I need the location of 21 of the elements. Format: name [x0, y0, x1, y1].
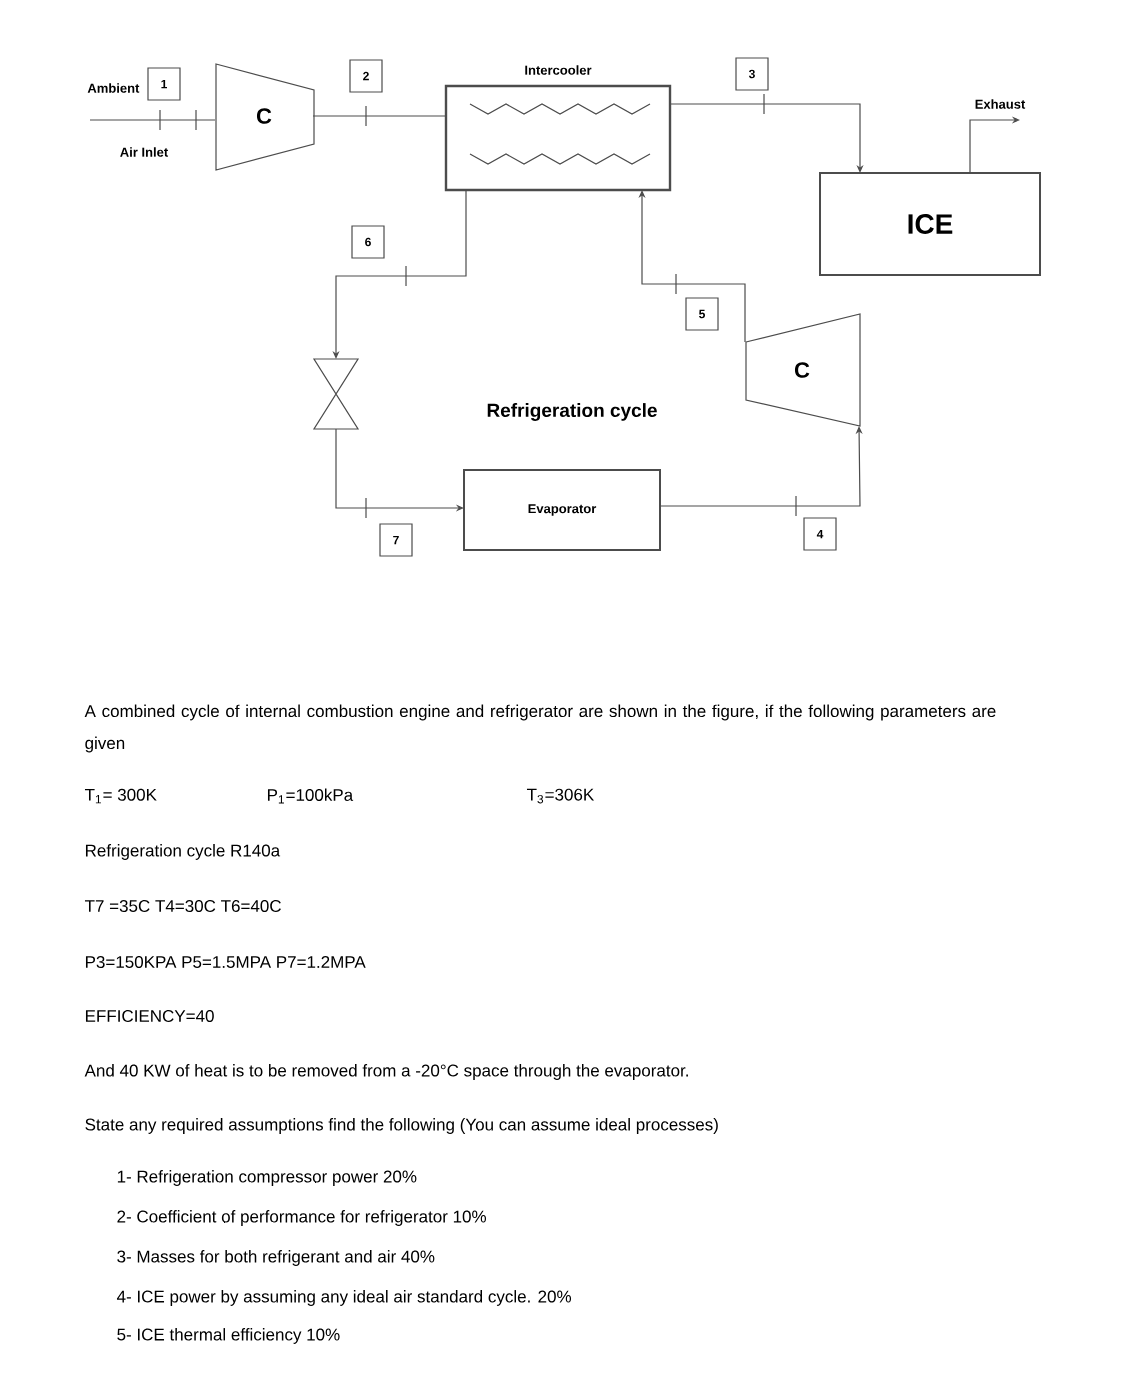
question-text: 4- ICE power by assuming any ideal air standard cycle. 20% [117, 1290, 572, 1306]
pipe-arrow [638, 190, 746, 343]
pipe-arrow [669, 103, 864, 173]
question-text: And 40 KW of heat is to be removed from a -20°C space through the evaporator. [84, 1064, 688, 1080]
question-text: 1- Refrigeration compressor power 20% [117, 1170, 417, 1186]
question-text: 3- Masses for both refrigerant and air 40% [117, 1250, 435, 1266]
pipe-arrow [969, 116, 1020, 174]
question-text: EFFICIENCY=40 [86, 1010, 214, 1022]
question-text: T7 =35C T4=30C T6=40C [85, 900, 281, 912]
question-text: Refrigeration cycle R140a [86, 844, 281, 860]
cycle-label: Refrigeration cycle [487, 403, 657, 421]
question-text: A combined cycle of internal combustion engine and refrigerator are shown in the figure, if the following parameters are given [84, 704, 996, 753]
expansion-valve [312, 358, 360, 430]
question-text: 2- Coefficient of performance for refrigerator 10% [117, 1210, 487, 1226]
question-text: P$_{1}$=100kPa [268, 788, 354, 804]
question-text: P3=150KPA P5=1.5MPA P7=1.2MPA [86, 956, 366, 968]
engine-box: ICE [819, 172, 1041, 276]
question-text: T$_{1}$= 300K [85, 788, 157, 804]
question-text: State any required assumptions find the following (You can assume ideal processes) [85, 1118, 718, 1134]
question-text: T$_{3}$=306K [527, 788, 595, 804]
question-text: 5- ICE thermal efficiency 10% [117, 1328, 340, 1344]
